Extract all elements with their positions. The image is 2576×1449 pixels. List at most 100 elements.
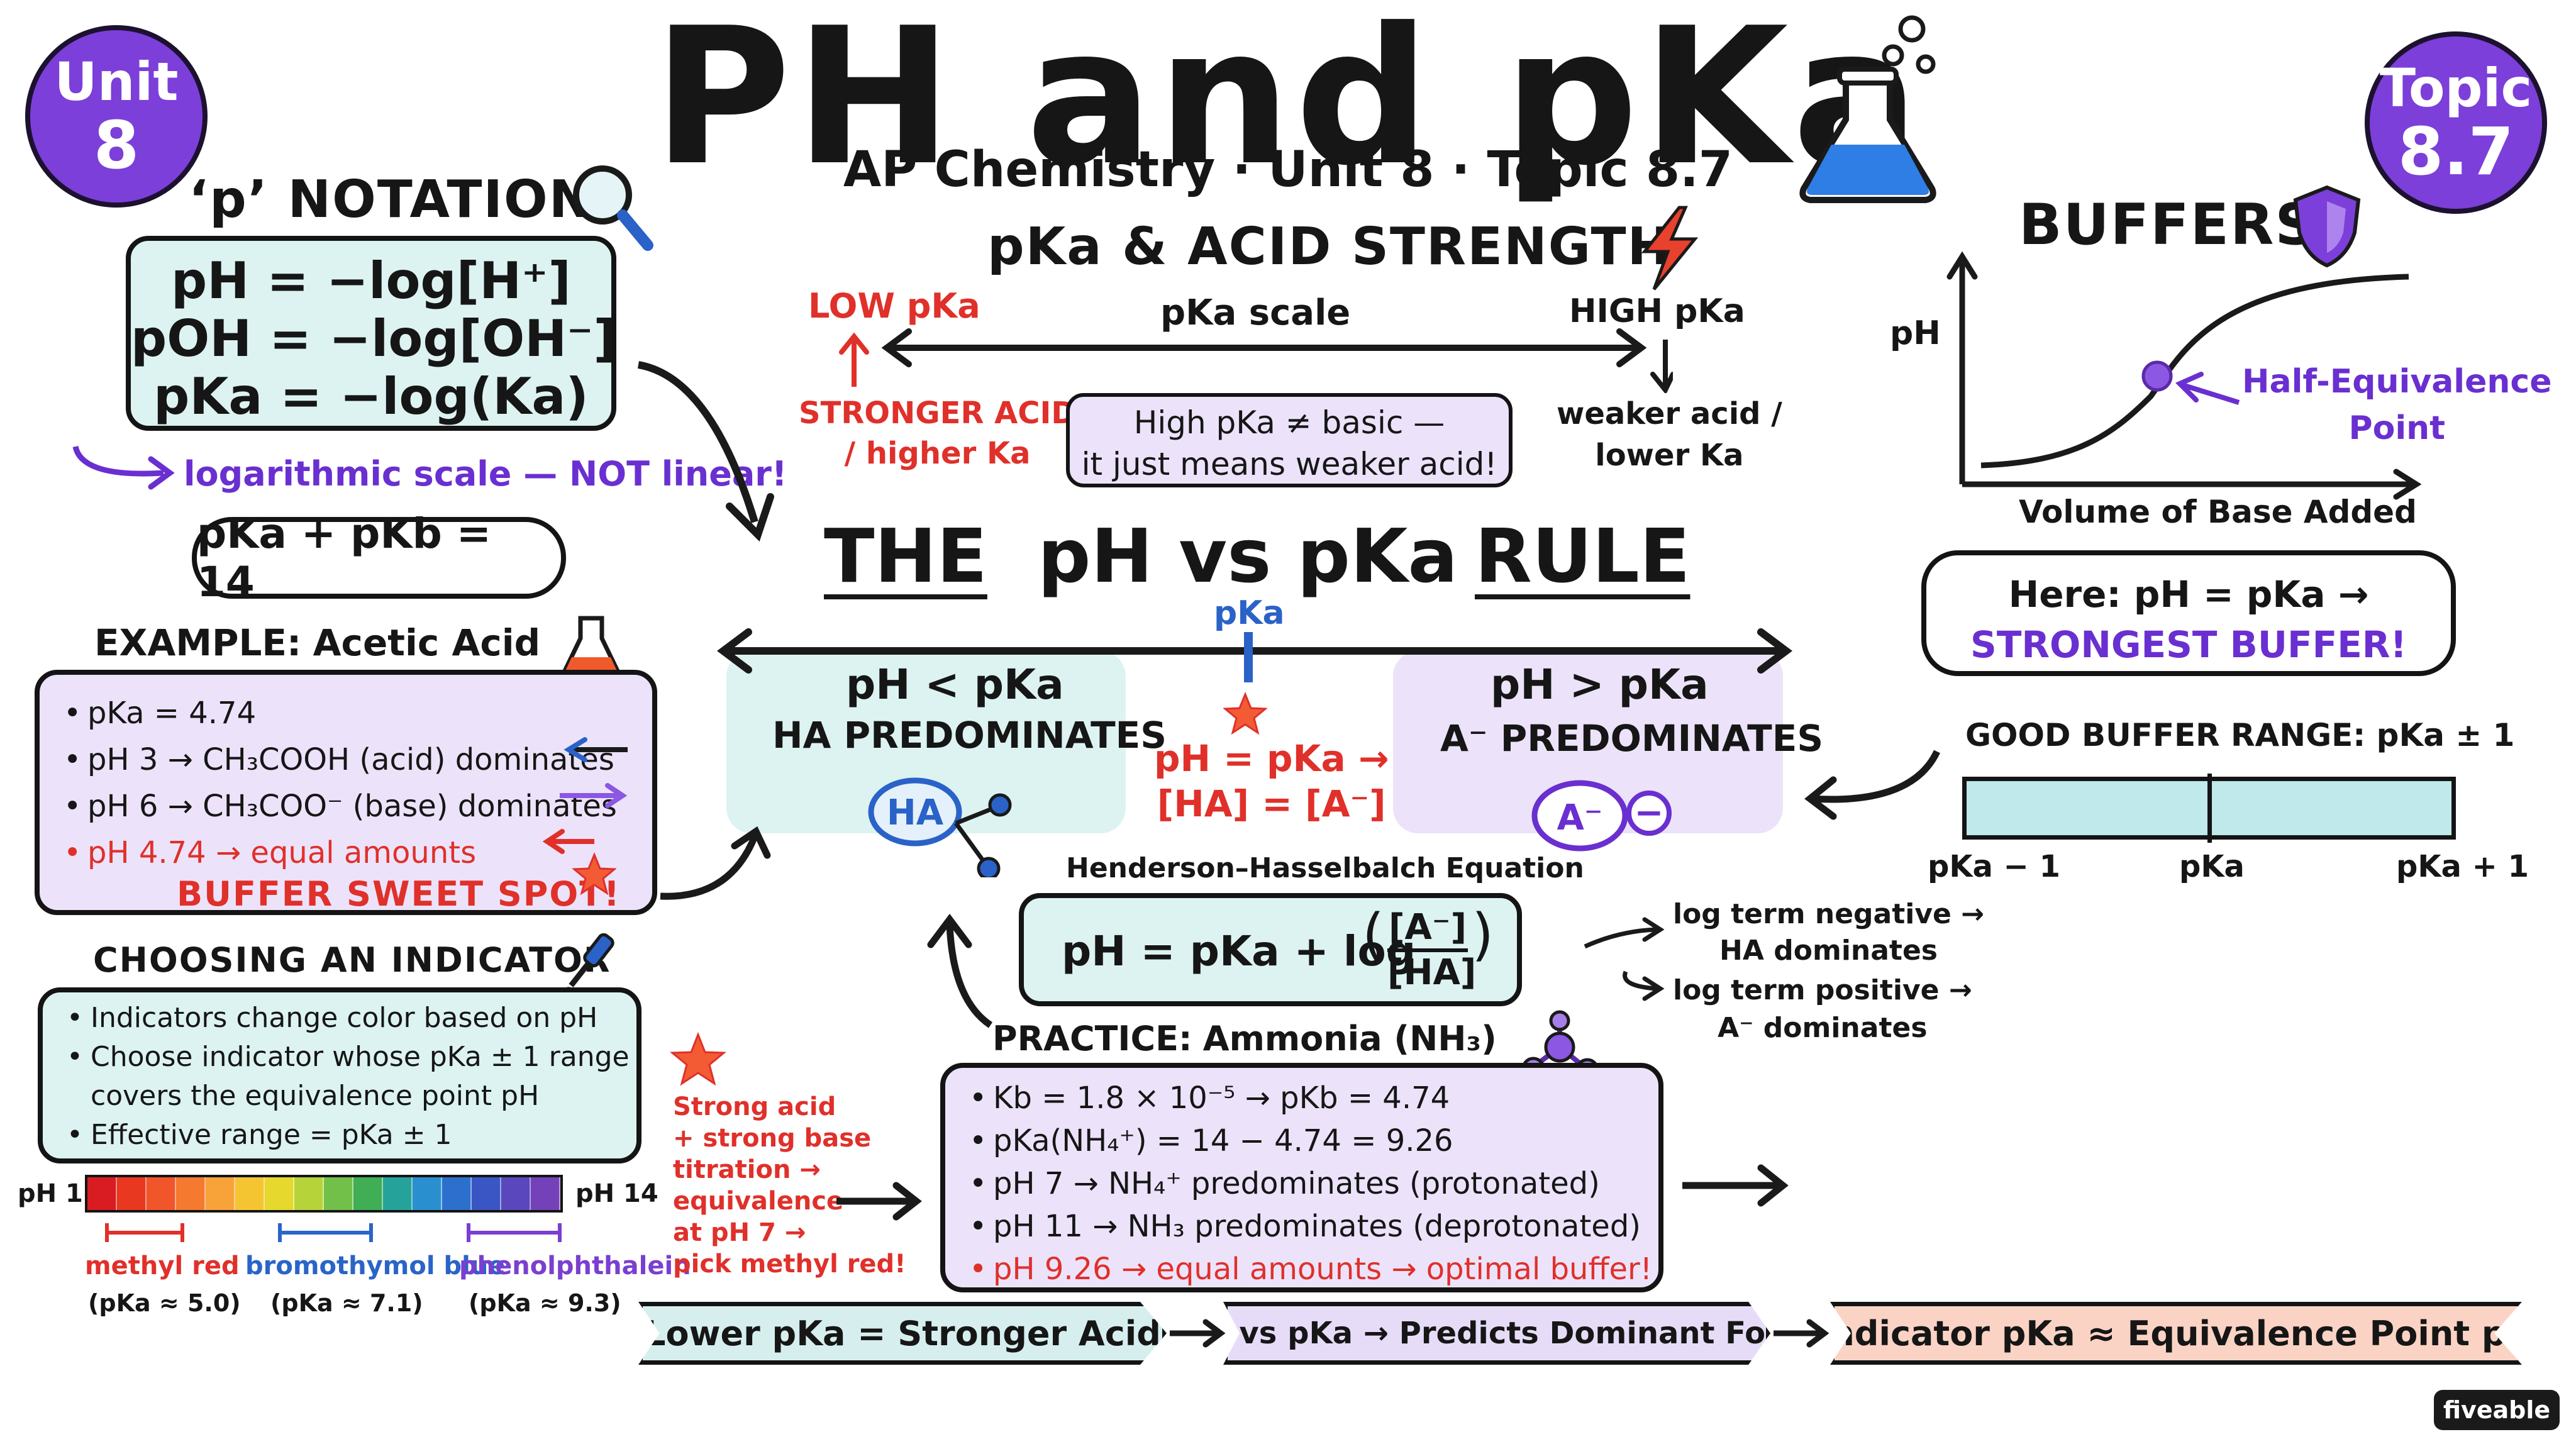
pka-equation: pKa = −log(Ka)	[153, 367, 589, 426]
ph-swatch-4	[176, 1177, 206, 1210]
titration-line6: pick methyl red!	[673, 1250, 906, 1279]
shield-icon	[2293, 185, 2361, 268]
buffer-y-axis-label: pH	[1890, 314, 1941, 352]
summary-arrow-2	[1774, 1319, 1829, 1348]
practice-heading: PRACTICE: Ammonia (NH₃)	[992, 1019, 1497, 1058]
buffer-x-axis-label: Volume of Base Added	[2019, 494, 2417, 530]
callout-line2: it just means weaker acid!	[1081, 446, 1497, 482]
example-item-3: pH 6 → CH₃COO⁻ (base) dominates	[58, 783, 652, 830]
sweet-star-icon	[572, 852, 616, 896]
range-tick-mid: pKa	[2179, 849, 2245, 884]
buffer-callout-line2: STRONGEST BUFFER!	[1970, 623, 2407, 666]
weaker-acid-label: weaker acid / lower Ka	[1557, 393, 1782, 476]
indicator-item-1: Indicators change color based on pH	[62, 999, 636, 1038]
range-tick-high: pKa + 1	[2396, 849, 2529, 884]
indicator-heading: CHOOSING AN INDICATOR	[93, 940, 611, 980]
ph-equation: pH = −log[H⁺]	[171, 252, 571, 310]
pka-scale-label: pKa scale	[1160, 292, 1351, 333]
ha-result: HA PREDOMINATES	[772, 714, 1167, 757]
practice-item-5: pH 9.26 → equal amounts → optimal buffer…	[964, 1248, 1658, 1291]
ph-spectrum-bar	[85, 1175, 563, 1213]
practice-item-1: Kb = 1.8 × 10⁻⁵ → pKb = 4.74	[964, 1077, 1658, 1119]
ph-swatch-3	[147, 1177, 176, 1210]
ph-swatch-1	[87, 1177, 117, 1210]
indicator-item-2: Choose indicator whose pKa ± 1 range	[62, 1038, 636, 1077]
a-minus-condition: pH > pKa	[1491, 660, 1709, 709]
ha-condition: pH < pKa	[846, 660, 1064, 709]
dropper-icon	[565, 933, 614, 994]
example-to-rule-arrow	[660, 826, 771, 900]
hh-note2-line1: log term positive →	[1673, 974, 1972, 1006]
rule-title-rule: RULE	[1475, 513, 1690, 599]
p-notation-box: pH = −log[H⁺] pOH = −log[OH⁻] pKa = −log…	[126, 236, 616, 431]
example-item-4: pH 4.74 → equal amounts	[58, 830, 652, 876]
practice-right-arrow	[1682, 1164, 1789, 1207]
flask-icon	[1799, 15, 1936, 203]
indicator-pka-methyl-red: (pKa ≈ 5.0)	[88, 1289, 241, 1317]
indicator-name-methyl-red: methyl red	[85, 1252, 240, 1280]
unit-badge-line1: Unit	[54, 51, 179, 113]
callout-line1: High pKa ≠ basic —	[1133, 404, 1445, 441]
log-scale-note: logarithmic scale — NOT linear!	[184, 454, 787, 494]
ph-swatch-9	[324, 1177, 353, 1210]
titration-star-icon	[670, 1031, 726, 1086]
low-pka-label: LOW pKa	[808, 286, 980, 326]
hh-paren-right: )	[1472, 902, 1494, 968]
rule-title-the: THE	[824, 513, 987, 599]
ph-high-label: pH 14	[575, 1179, 658, 1208]
buffer-range-bar	[1962, 774, 2456, 843]
ph-swatch-15	[501, 1177, 531, 1210]
equal-line2: [HA] = [A⁻]	[1157, 782, 1386, 825]
practice-item-4: pH 11 → NH₃ predominates (deprotonated)	[964, 1205, 1658, 1248]
weaker-acid-line2: lower Ka	[1595, 438, 1744, 473]
summary-arrow-1	[1170, 1319, 1226, 1348]
equal-point-label: pH = pKa → [HA] = [A⁻]	[1154, 736, 1389, 826]
indicator-name-bromothymol: bromothymol blue	[245, 1252, 506, 1280]
titration-note: Strong acid + strong base titration → eq…	[673, 1091, 906, 1280]
page-title: PH and pKa	[652, 0, 1924, 207]
brand-logo[interactable]: fiveable	[2434, 1390, 2560, 1430]
high-pka-label: HIGH pKa	[1569, 292, 1745, 330]
titration-line2: + strong base	[673, 1124, 872, 1153]
charge-icon-text: −	[1635, 792, 1664, 833]
hh-note1-line1: log term negative →	[1673, 898, 1985, 930]
ph-swatch-16	[531, 1177, 560, 1210]
practice-heading-bold: PRACTICE:	[992, 1019, 1192, 1058]
titration-line5: at pH 7 →	[673, 1218, 806, 1247]
a-minus-ion-icon: A⁻ −	[1531, 780, 1672, 852]
example-heading-bold: EXAMPLE:	[94, 621, 302, 664]
practice-item-3: pH 7 → NH₄⁺ predominates (protonated)	[964, 1162, 1658, 1205]
ph-swatch-14	[472, 1177, 501, 1210]
practice-box: Kb = 1.8 × 10⁻⁵ → pKb = 4.74 pKa(NH₄⁺) =…	[940, 1063, 1663, 1292]
ph-low-label: pH 1	[18, 1179, 83, 1208]
topic-badge: Topic 8.7	[2365, 31, 2547, 214]
titration-arrow-icon	[836, 1182, 922, 1221]
pka-scale-arrow	[839, 328, 1673, 393]
curved-arrow-icon	[72, 445, 175, 490]
equal-line1: pH = pKa →	[1154, 737, 1389, 780]
example-heading: EXAMPLE: Acetic Acid	[94, 621, 540, 664]
stronger-acid-label: STRONGER ACID / higher Ka	[799, 393, 1076, 474]
hh-lhs: pH = pKa + log	[1062, 927, 1416, 975]
p-notation-heading: ‘p’ NOTATION	[189, 170, 594, 230]
a-minus-result: A⁻ PREDOMINATES	[1440, 717, 1824, 760]
hh-numerator: [A⁻]	[1388, 907, 1467, 948]
ph-swatch-12	[413, 1177, 442, 1210]
a-minus-icon-text: A⁻	[1557, 797, 1603, 838]
titration-curve	[1946, 251, 2422, 500]
topic-badge-line2: 8.7	[2397, 113, 2514, 190]
summary-ribbon-1: Lower pKa = Stronger Acid	[638, 1302, 1167, 1365]
titration-line3: titration →	[673, 1155, 821, 1184]
example-item-1: pKa = 4.74	[58, 690, 652, 736]
hh-note-negative: log term negative → HA dominates	[1673, 896, 1984, 969]
hh-note-positive: log term positive → A⁻ dominates	[1673, 972, 1972, 1047]
page-subtitle: AP Chemistry · Unit 8 · Topic 8.7	[843, 142, 1733, 198]
ph-swatch-10	[353, 1177, 383, 1210]
ph-swatch-11	[383, 1177, 413, 1210]
hh-fraction: [A⁻] [HA]	[1387, 907, 1476, 994]
rule-title-mid: pH vs pKa	[1038, 513, 1458, 599]
hh-paren-left: (	[1362, 902, 1385, 968]
buffer-sweet-spot: BUFFER SWEET SPOT!	[177, 874, 621, 914]
ph-swatch-2	[117, 1177, 147, 1210]
buffer-callout-line1: Here: pH = pKa →	[2008, 573, 2369, 616]
